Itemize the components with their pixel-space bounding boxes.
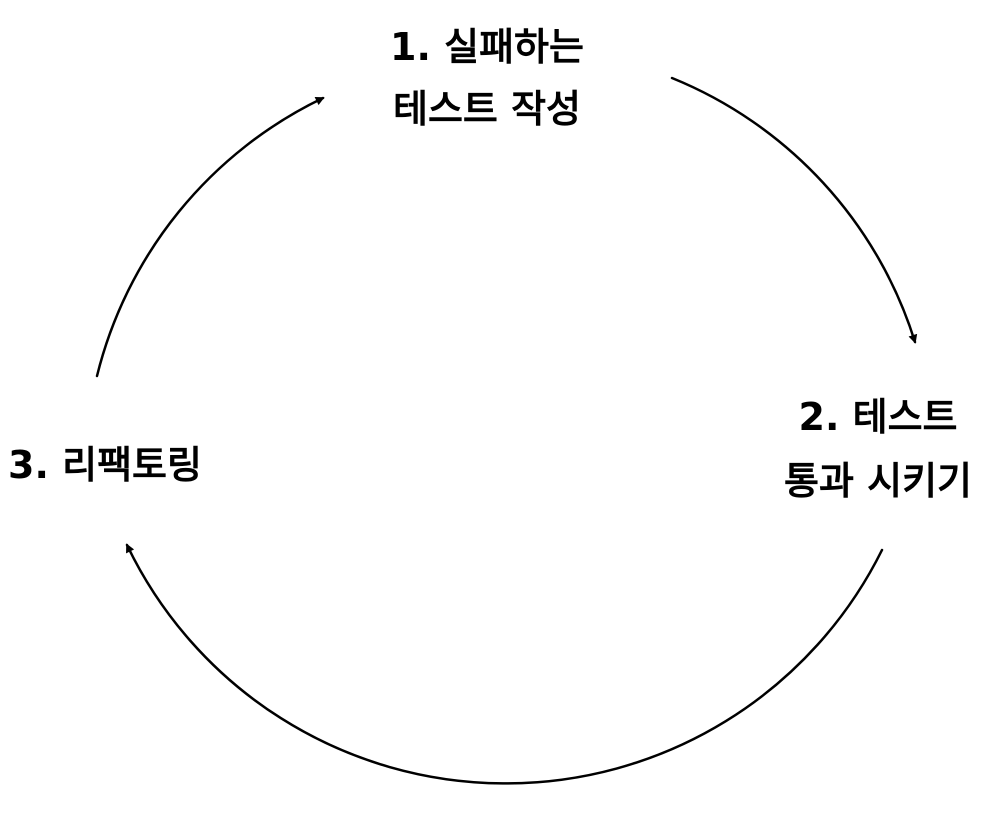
step-1-line-2: 테스트 작성 <box>393 87 581 131</box>
step-refactor: 3. 리팩토링 <box>8 443 202 487</box>
step-make-test-pass: 2. 테스트 통과 시키기 <box>784 395 972 503</box>
arrow-pass-to-refactor <box>125 543 884 785</box>
step-1-line-1: 1. 실패하는 <box>390 25 584 69</box>
step-3-line-1: 3. 리팩토링 <box>8 443 202 487</box>
step-2-line-1: 2. 테스트 <box>799 395 958 439</box>
arrow-write-to-pass <box>670 76 918 344</box>
step-write-failing-test: 1. 실패하는 테스트 작성 <box>390 25 584 131</box>
arrow-refactor-to-write <box>95 96 325 378</box>
step-2-line-2: 통과 시키기 <box>784 459 972 503</box>
